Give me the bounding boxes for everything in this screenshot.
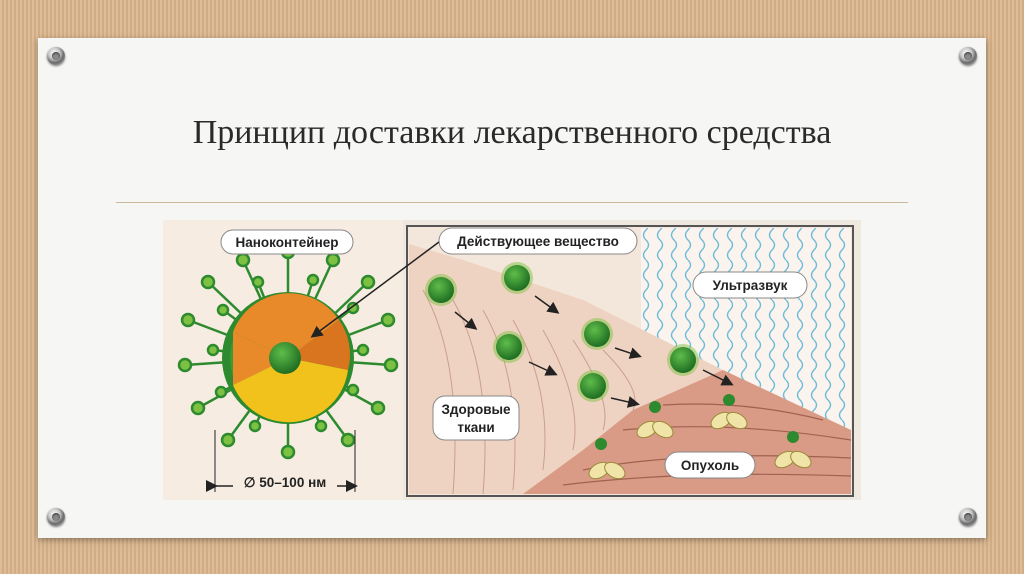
nanocontainer-core xyxy=(269,342,301,374)
tumor-label: Опухоль xyxy=(681,458,739,473)
nanoparticle xyxy=(425,274,457,306)
drug-delivery-diagram: Наноконтейнер ∅ 50–100 нм xyxy=(163,220,861,500)
healthy-tissue-label-line1: Здоровые xyxy=(441,402,511,417)
nanoparticle xyxy=(667,344,699,376)
nanoparticle xyxy=(501,262,533,294)
pin-top-right xyxy=(959,47,977,65)
slide-title: Принцип доставки лекарственного средства xyxy=(0,114,1024,152)
nanoparticle xyxy=(581,318,613,350)
nanocontainer-label: Наноконтейнер xyxy=(236,235,339,250)
healthy-tissue-label-line2: ткани xyxy=(457,420,494,435)
pin-top-left xyxy=(47,47,65,65)
tissue-panel: Действующее вещество Ультразвук Здоровые… xyxy=(407,226,853,496)
nanocontainer-panel: Наноконтейнер ∅ 50–100 нм xyxy=(163,220,403,500)
title-divider xyxy=(116,202,908,203)
ultrasound-label: Ультразвук xyxy=(713,278,788,293)
active-substance-label: Действующее вещество xyxy=(457,234,619,249)
pin-bottom-right xyxy=(959,508,977,526)
pin-bottom-left xyxy=(47,508,65,526)
nanoparticle xyxy=(577,370,609,402)
size-label: ∅ 50–100 нм xyxy=(244,475,326,490)
nanoparticle xyxy=(493,331,525,363)
